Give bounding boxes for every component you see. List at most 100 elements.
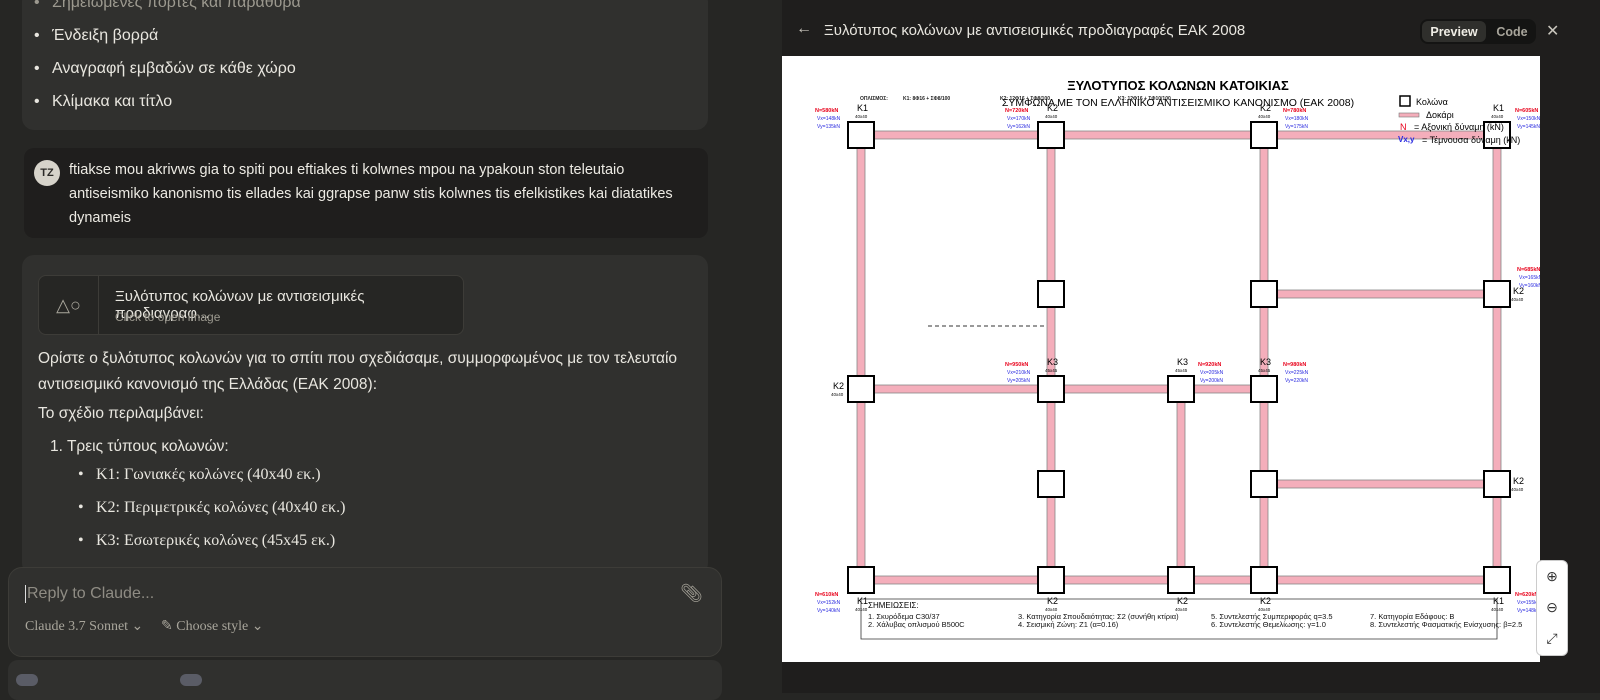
shear-x-label: Vx=180kN [1285,116,1309,122]
axial-force-label: N=980kN [1283,362,1306,368]
column [1037,280,1065,308]
column [1167,566,1195,594]
notes-title: ΣΗΜΕΙΩΣΕΙΣ: [868,601,919,610]
bullet: Κλίμακα και τίτλο [34,93,172,111]
reply-list-item: 1. Τρεις τύπους κολωνών: [50,438,229,455]
shear-y-label: Vy=140kN [817,608,840,614]
drawing-canvas: ΞΥΛΟΤΥΠΟΣ ΚΟΛΩΝΩΝ ΚΑΤΟΙΚΙΑΣ ΣΥΜΦΩΝΑ ΜΕ Τ… [782,56,1543,662]
legend-v: = Τέμνουσα δύναμη (kN) [1422,135,1520,145]
column-size-label: 45x45 [1258,368,1271,373]
shear-x-label: Vx=155kN [1517,600,1540,606]
shear-x-label: Vx=225kN [1285,370,1309,376]
column-size-label: 40x40 [1491,114,1504,119]
column-size-label: 40x40 [1511,487,1524,492]
column [847,121,875,149]
column-type-label: K2 [833,381,844,391]
toggle[interactable] [180,674,202,686]
column [1250,566,1278,594]
column-size-label: 40x40 [1175,607,1188,612]
note: 7. Κατηγορία Εδάφους: B [1370,612,1454,621]
style-selector[interactable]: ✎ Choose style ⌄ [161,618,263,635]
reply-input[interactable]: Reply to Claude... [25,585,155,603]
user-message-text: ftiakse mou akrivws gia to spiti pou eft… [69,162,673,226]
column-type-label: K1 [857,103,868,113]
artifact-title: Ξυλότυπος κολώνων με αντισεισμικές προδι… [824,22,1246,39]
column-size-label: 40x40 [1045,607,1058,612]
column [1483,121,1511,149]
note: 6. Συντελεστής Θεμελίωσης: γ=1.0 [1211,620,1326,629]
shear-x-label: Vx=170kN [1007,116,1031,122]
tab-preview[interactable]: Preview [1422,21,1486,42]
beam [856,134,866,581]
legend-column: Κολώνα [1416,97,1448,107]
columns [847,121,1511,594]
column [1483,566,1511,594]
zoom-in-icon[interactable]: ⊕ [1546,568,1558,584]
close-icon[interactable]: ✕ [1546,23,1560,40]
column [1037,470,1065,498]
column-type-label: K2 [1047,596,1058,606]
legend-column-swatch [1399,95,1411,107]
note: 1. Σκυρόδεμα C30/37 [868,612,940,621]
column-type-label: K1 [1493,596,1504,606]
column-size-label: 40x40 [1258,607,1271,612]
bottom-toolbar [8,660,722,700]
back-arrow-icon[interactable]: ← [796,20,812,37]
column [847,375,875,403]
beam [1176,388,1186,581]
column [847,566,875,594]
reply-box: Reply to Claude... 📎︎ Claude 3.7 Sonnet … [8,567,722,657]
attachment-subtitle: Click to open image [115,310,221,324]
model-selector[interactable]: Claude 3.7 Sonnet ⌄ [25,618,143,635]
reply-subitem: K1: Γωνιακές κολώνες (40x40 εκ.) [78,466,321,484]
column-type-label: K2 [1047,103,1058,113]
bullet: Ένδειξη βορρά [34,27,158,45]
shear-y-label: Vy=160kN [1519,283,1540,289]
legend-beam-swatch [1398,112,1420,118]
axial-force-label: N=605kN [1515,108,1538,114]
reinforcement-label: ΟΠΛΙΣΜΟΣ: [860,96,888,102]
tab-code[interactable]: Code [1496,24,1528,39]
column-type-label: K2 [1513,476,1524,486]
note: 2. Χάλυβας οπλισμού B500C [868,620,965,629]
legend-n-symbol: N [1400,122,1407,132]
shear-x-label: Vx=165kN [1519,275,1540,281]
user-message: TZ ftiakse mou akrivws gia to spiti pou … [24,148,708,238]
column-size-label: 40x40 [831,392,844,397]
reply-subitem: K2: Περιμετρικές κολώνες (40x40 εκ.) [78,499,345,517]
column [1250,375,1278,403]
reply-intro: Ορίστε ο ξυλότυπος κολωνών για το σπίτι … [38,350,678,393]
column-type-label: K3 [1260,357,1271,367]
chat-panel: Σημειωμένες πόρτες και παράθυρα Ένδειξη … [0,0,780,700]
beam [1263,289,1498,299]
column [1250,121,1278,149]
shear-y-label: Vy=220kN [1285,378,1308,384]
shear-y-label: Vy=148kN [1517,608,1540,614]
paperclip-icon[interactable]: 📎︎ [680,583,703,603]
column-type-label: K1 [857,596,868,606]
expand-icon[interactable]: ⤢ [1546,630,1558,646]
column [1250,280,1278,308]
reinforcement-k2: K2: 12Φ16 + ΣΦ8/100 [1000,96,1050,102]
shear-x-label: Vx=205kN [1200,370,1224,376]
axial-force-label: N=780kN [1283,108,1306,114]
artifact-header: ← Ξυλότυπος κολώνων με αντισεισμικές προ… [782,0,1600,56]
style-label: Choose style [176,619,249,634]
beam [1492,134,1502,581]
feather-icon: ✎ [161,619,173,634]
column-size-label: 40x40 [855,114,868,119]
attachment-title: Ξυλότυπος κολώνων με αντισεισμικές προδι… [115,288,365,322]
column-layout-drawing: ΞΥΛΟΤΥΠΟΣ ΚΟΛΩΝΩΝ ΚΑΤΟΙΚΙΑΣ ΣΥΜΦΩΝΑ ΜΕ Τ… [815,78,1543,640]
column-type-label: K1 [1493,103,1504,113]
zoom-out-icon[interactable]: ⊖ [1546,599,1558,615]
note: 5. Συντελεστής Συμπεριφοράς q=3.5 [1211,612,1333,621]
shear-x-label: Vx=148kN [817,116,841,122]
toggle[interactable] [16,674,38,686]
column [1037,375,1065,403]
column [1037,566,1065,594]
shear-y-label: Vy=135kN [817,124,840,130]
reply-subitem: K3: Εσωτερικές κολώνες (45x45 εκ.) [78,532,335,550]
axial-force-label: N=720kN [1005,108,1028,114]
artifact-attachment[interactable]: △○ Ξυλότυπος κολώνων με αντισεισμικές πρ… [38,275,464,335]
column-type-label: K2 [1177,596,1188,606]
